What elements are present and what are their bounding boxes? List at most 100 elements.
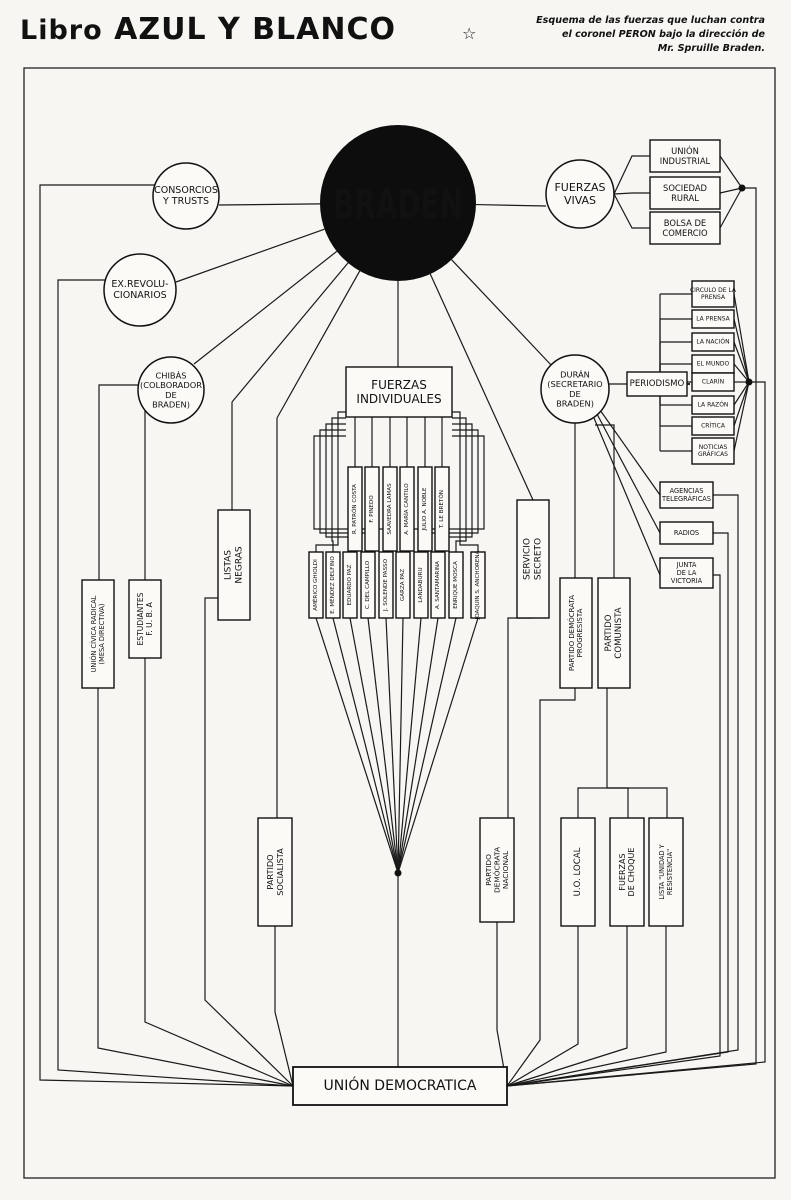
- connector-line: [607, 787, 629, 818]
- exrevolucionarios-node: EX.REVOLU-CIONARIOS: [103, 253, 177, 327]
- individual-name-box-label-group: E. MÉNDEZ DELFINO: [328, 556, 336, 614]
- node-label: F. PINEDO: [369, 495, 375, 523]
- node-label: A. MARÍA CANTILO: [403, 483, 410, 535]
- connector-line: [506, 532, 729, 1087]
- node-label: F. U. B. A: [145, 601, 154, 635]
- node-label: PARTIDO: [484, 854, 493, 886]
- connector-line: [613, 155, 650, 195]
- periodismo-node-shape: [626, 371, 688, 397]
- connector-line: [204, 597, 294, 1087]
- node-label: VICTORIA: [671, 577, 703, 585]
- node-label: CIONARIOS: [113, 290, 166, 301]
- node-label: COMERCIO: [662, 228, 708, 238]
- connector-line: [274, 926, 294, 1087]
- outer-border: [23, 67, 776, 1179]
- union-democratica-node-shape: [292, 1066, 508, 1106]
- hub-connector: [276, 270, 361, 419]
- fan-line: [397, 617, 439, 874]
- individual-name-box-label-group: JULIO A. NOBLE: [422, 487, 428, 532]
- connector-line: [719, 187, 743, 229]
- node-label: (COLBORADOR: [140, 380, 202, 390]
- periodismo-item: EL MUNDO: [691, 354, 735, 374]
- periodismo-item: LA NACIÓN: [691, 332, 735, 352]
- individual-name-box-shape: [360, 551, 376, 619]
- node-label: LANDABURU: [418, 567, 424, 602]
- hub-connector: [175, 228, 325, 283]
- connector-line: [452, 417, 467, 552]
- node-label: UNIÓN: [671, 145, 699, 156]
- node-label: Y TRUSTS: [162, 196, 209, 207]
- caption-line: Esquema de las fuerzas que luchan contra: [536, 15, 765, 26]
- node-label: CLARÍN: [702, 379, 724, 386]
- periodismo-item: CRÍTICA: [691, 416, 735, 436]
- individual-name-box-shape: [448, 551, 464, 619]
- connector-line: [506, 926, 579, 1087]
- connector-line: [733, 363, 750, 383]
- individual-name-box: LANDABURU: [413, 551, 429, 619]
- fan-junction: [394, 869, 402, 877]
- caption-line: el coronel PERON bajo la dirección de: [561, 29, 765, 40]
- fuerzas-vivas-node-shape: [545, 159, 615, 229]
- node-label: T. LE BRETÓN: [438, 490, 445, 529]
- connector-line: [613, 193, 650, 229]
- node-label: LA PRENSA: [696, 316, 730, 323]
- hub-label: BRADEN: [333, 182, 463, 228]
- periodismo-item-shape: [691, 437, 735, 465]
- connector-line: [596, 413, 661, 534]
- exrevolucionarios-node-shape: [103, 253, 177, 327]
- connector-line: [733, 381, 750, 427]
- org-box-pdp-shape: [559, 577, 593, 689]
- fuerzas-vivas-junction: [738, 184, 746, 192]
- node-label: CHIBÁS: [155, 369, 186, 380]
- connector-line: [595, 424, 615, 578]
- individual-name-box: AMÉRICO GHIOLDI: [308, 551, 324, 619]
- connector-line: [144, 658, 294, 1087]
- fuerzas-vivas-item-shape: [649, 139, 721, 173]
- individual-name-box-label-group: A. SANTAMARINA: [435, 561, 441, 609]
- hub-connector: [218, 203, 321, 206]
- node-label: FUERZAS: [618, 853, 627, 890]
- node-label: J. SOLENDE PASSO: [383, 558, 389, 612]
- node-label: R. PATRÓN COSTA: [351, 484, 358, 534]
- periodismo-item: LA PRENSA: [691, 309, 735, 329]
- node-label: DE LA: [677, 569, 697, 577]
- individual-name-box: C. DEL CAMPILLO: [360, 551, 376, 619]
- individual-name-box-label-group: T. LE BRETÓN: [438, 490, 445, 529]
- individual-name-box-label-group: R. PATRÓN COSTA: [351, 484, 358, 534]
- org-box-fuba-shape: [128, 579, 162, 659]
- duran-item-shape: [659, 521, 714, 545]
- node-label: EDUARDO PAZ: [347, 564, 353, 605]
- node-label: EX.REVOLU-: [111, 279, 168, 290]
- node-label: SAAVEDRA LAMAS: [387, 483, 393, 535]
- node-label: JULIO A. NOBLE: [422, 487, 428, 532]
- individual-name-box-label-group: ENRIQUE MOSCA: [453, 561, 459, 609]
- periodismo-item: LA RAZÓN: [691, 395, 735, 415]
- duran-item-shape: [659, 557, 714, 589]
- title-prefix: Libro: [20, 15, 103, 46]
- fan-line: [397, 617, 422, 874]
- individual-name-box-shape: [413, 551, 429, 619]
- individual-name-box-shape: [364, 466, 380, 552]
- fuerzas-vivas-item-shape: [649, 176, 721, 210]
- node-label: LA RAZÓN: [698, 402, 729, 409]
- individual-name-box-shape: [382, 466, 398, 552]
- individual-name-box-label-group: A. MARÍA CANTILO: [403, 483, 410, 535]
- individual-name-box-shape: [342, 551, 358, 619]
- node-label: JUNTA: [676, 561, 697, 569]
- node-label: AGENCIAS: [670, 487, 704, 495]
- individual-name-box: JULIO A. NOBLE: [417, 466, 433, 552]
- org-box-uo-label-group: U.O. LOCAL: [573, 847, 583, 896]
